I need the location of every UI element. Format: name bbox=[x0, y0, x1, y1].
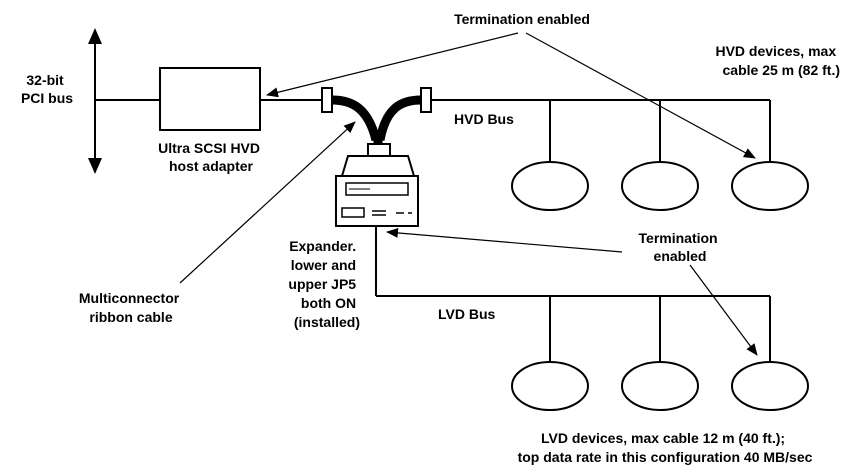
expander-device bbox=[335, 143, 419, 227]
expander-label-line-4: both ON bbox=[301, 295, 356, 311]
lvd-device-1 bbox=[511, 361, 589, 411]
hvd-device-2 bbox=[621, 161, 699, 211]
termination-arrow-to-adapter bbox=[266, 32, 519, 98]
hvd-bus-label: HVD Bus bbox=[454, 111, 514, 127]
pci-bus-label-line-1: 32-bit bbox=[26, 72, 64, 88]
multiconnector-label-line-1: Multiconnector bbox=[79, 290, 180, 306]
termination-arrow-to-lvd-device bbox=[689, 264, 758, 356]
hvd-devices-label-line-2: cable 25 m (82 ft.) bbox=[723, 62, 841, 78]
expander-label-line-1: Expander. bbox=[289, 238, 356, 254]
lvd-devices-label-line-1: LVD devices, max cable 12 m (40 ft.); bbox=[541, 430, 785, 446]
hvd-device-3 bbox=[731, 161, 809, 211]
expander-label-line-5: (installed) bbox=[294, 314, 360, 330]
lvd-device-3 bbox=[731, 361, 809, 411]
termination-arrow-to-expander bbox=[386, 227, 623, 253]
ribbon-cable bbox=[331, 95, 422, 146]
cable-connector-left bbox=[321, 87, 333, 113]
hvd-device-1 bbox=[511, 161, 589, 211]
termination-enabled-bottom-label: Termination enabled bbox=[639, 230, 722, 264]
host-adapter-label-line-1: Ultra SCSI HVD bbox=[158, 140, 260, 156]
multiconnector-label: Multiconnector ribbon cable bbox=[79, 290, 183, 325]
lvd-devices-label: LVD devices, max cable 12 m (40 ft.); to… bbox=[518, 430, 813, 465]
host-adapter-box bbox=[159, 67, 261, 131]
lvd-devices-label-line-2: top data rate in this configuration 40 M… bbox=[518, 449, 813, 465]
hvd-device-group bbox=[511, 100, 809, 211]
expander-label-line-3: upper JP5 bbox=[288, 276, 356, 292]
multiconnector-label-line-2: ribbon cable bbox=[89, 309, 172, 325]
pci-bus-label: 32-bit PCI bus bbox=[21, 72, 73, 106]
host-adapter-label: Ultra SCSI HVD host adapter bbox=[158, 140, 264, 174]
host-adapter-label-line-2: host adapter bbox=[169, 158, 254, 174]
pci-bus-label-line-2: PCI bus bbox=[21, 90, 73, 106]
hvd-devices-label: HVD devices, max cable 25 m (82 ft.) bbox=[715, 43, 840, 78]
lvd-device-group bbox=[511, 296, 809, 411]
lvd-bus-label: LVD Bus bbox=[438, 306, 496, 322]
expander-label: Expander. lower and upper JP5 both ON (i… bbox=[288, 238, 360, 330]
lvd-device-2 bbox=[621, 361, 699, 411]
cable-connector-right bbox=[420, 87, 432, 113]
termination-enabled-bottom-line-1: Termination bbox=[639, 230, 718, 246]
hvd-devices-label-line-1: HVD devices, max bbox=[715, 43, 836, 59]
termination-arrow-to-hvd-device bbox=[525, 32, 756, 159]
termination-enabled-top-label: Termination enabled bbox=[454, 11, 590, 27]
multiconnector-arrow bbox=[179, 121, 356, 284]
expander-label-line-2: lower and bbox=[291, 257, 356, 273]
termination-enabled-bottom-line-2: enabled bbox=[654, 248, 707, 264]
